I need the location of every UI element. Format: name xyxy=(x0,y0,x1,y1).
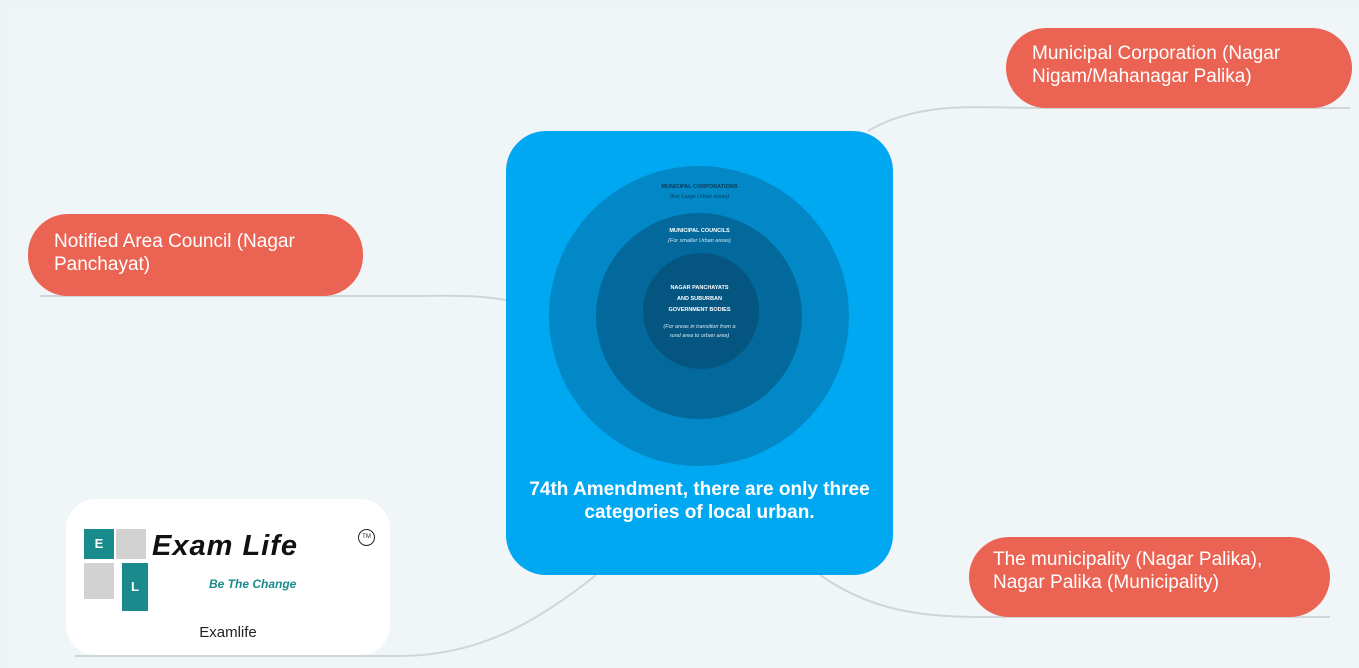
connector-logo xyxy=(75,574,597,657)
logo-letter-e: E xyxy=(94,536,104,551)
connector-notified-area-council xyxy=(40,294,507,301)
middle-circle-subtitle: (For smaller Urban areas) xyxy=(668,238,731,244)
inner-circle-subtitle-line-2: rural area to urban area) xyxy=(669,333,730,339)
trademark-icon: TM xyxy=(358,529,375,546)
branch-municipal-corporation[interactable]: Municipal Corporation (Nagar Nigam/Mahan… xyxy=(1006,28,1352,108)
examlife-logo-card[interactable]: E L Exam Life TM Be The Change Examlife xyxy=(66,499,390,655)
central-topic-title: 74th Amendment, there are only three cat… xyxy=(529,479,870,523)
logo-square-e: E xyxy=(84,529,114,559)
outer-circle-title: MUNICIPAL CORPORATIONS xyxy=(661,184,738,190)
logo-tagline: Be The Change xyxy=(209,577,297,591)
logo-square-l: L xyxy=(122,563,148,611)
logo-brand-text: Exam Life xyxy=(152,530,298,562)
logo-square-gray-bottom xyxy=(84,563,114,599)
inner-circle-title-line-3: GOVERNMENT BODIES xyxy=(668,307,731,313)
connector-municipality xyxy=(819,574,1330,618)
inner-circle-title-line-1: NAGAR PANCHAYATS xyxy=(670,285,729,291)
branch-municipality[interactable]: The municipality (Nagar Palika), Nagar P… xyxy=(969,537,1330,617)
connector-municipal-corporation xyxy=(867,106,1350,132)
branch-notified-area-council[interactable]: Notified Area Council (Nagar Panchayat) xyxy=(28,214,363,296)
inner-circle-title-line-2: AND SUBURBAN xyxy=(677,296,722,302)
central-topic[interactable]: MUNICIPAL CORPORATIONS (For Large Urban … xyxy=(506,131,893,575)
inner-circle xyxy=(643,253,759,369)
inner-circle-subtitle-line-1: (For areas in transition from a xyxy=(663,324,736,330)
outer-circle-subtitle: (For Large Urban areas) xyxy=(669,194,730,200)
logo-square-gray-top xyxy=(116,529,146,559)
logo-caption: Examlife xyxy=(199,624,257,641)
logo-letter-l: L xyxy=(131,579,139,594)
middle-circle-title: MUNICIPAL COUNCILS xyxy=(669,228,730,234)
